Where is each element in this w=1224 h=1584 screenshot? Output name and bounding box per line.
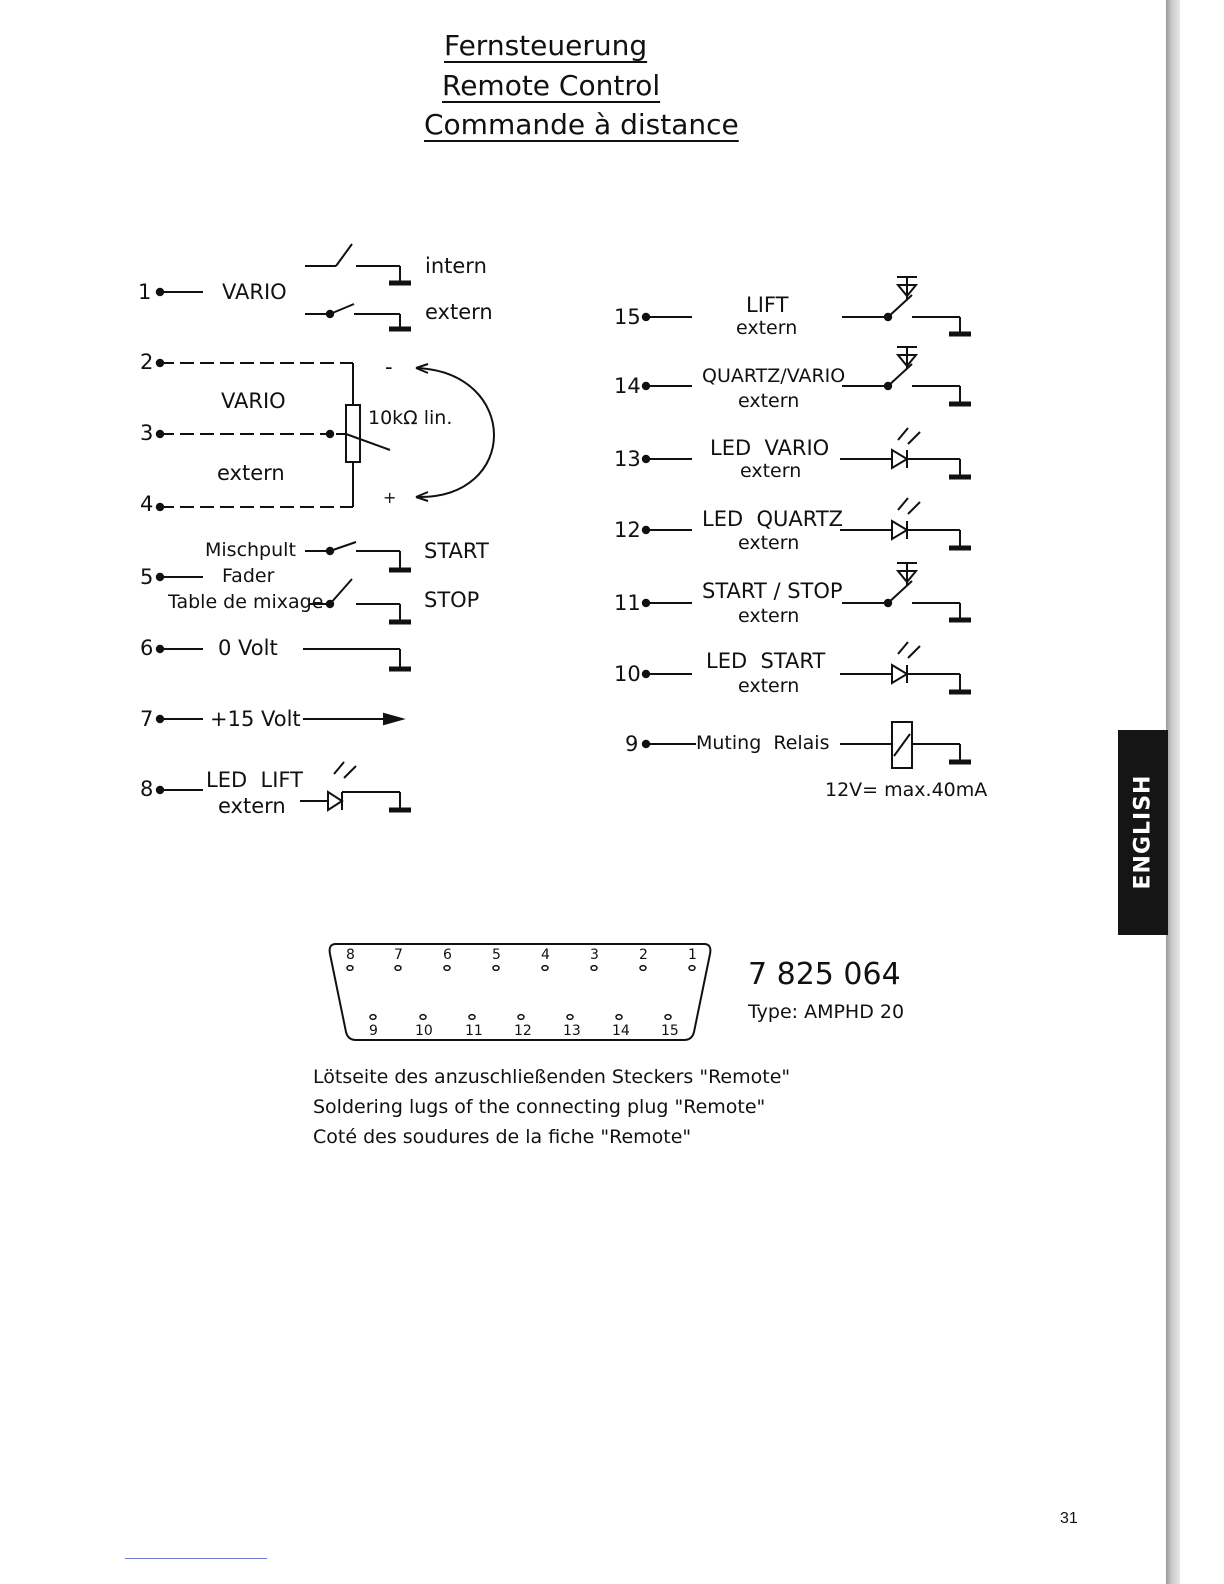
pin-4-number: 4 [140, 492, 154, 516]
connector-pin-15: 15 [661, 1023, 679, 1039]
footnote-rule [125, 1558, 267, 1559]
connector-pin-8: 8 [346, 947, 355, 963]
connector-pin-10: 10 [415, 1023, 433, 1039]
pin-6-label: 0 Volt [218, 636, 278, 660]
pin-1-label: VARIO [222, 280, 287, 304]
title-english: Remote Control [442, 69, 661, 102]
language-tab: ENGLISH [1118, 730, 1168, 935]
pin-8-line2: extern [218, 794, 286, 818]
connector-pin-11: 11 [465, 1023, 483, 1039]
page-number: 31 [1060, 1510, 1078, 1527]
pin-9-number: 9 [625, 732, 639, 756]
start-label: START [424, 539, 489, 563]
pin-8-line1: LED LIFT [206, 768, 303, 792]
pin-2-number: 2 [140, 350, 154, 374]
pin-11-number: 11 [614, 591, 641, 615]
pin-14-line1: QUARTZ/VARIO [702, 365, 846, 387]
language-tab-label: ENGLISH [1130, 774, 1156, 890]
pin-8-number: 8 [140, 777, 154, 801]
mischpult-label: Mischpult [205, 539, 296, 561]
stop-label: STOP [424, 588, 480, 612]
pin-1-number: 1 [138, 280, 152, 304]
pin-14-line2: extern [738, 390, 800, 412]
pin-10-line1: LED START [706, 649, 826, 673]
pot-value: 10kΩ lin. [368, 407, 453, 429]
caption-german: Lötseite des anzuschließenden Steckers "… [313, 1066, 791, 1088]
part-number: 7 825 064 [748, 957, 901, 992]
pin-13-line1: LED VARIO [710, 436, 830, 460]
pot-label-vario: VARIO [221, 389, 286, 413]
caption-english: Soldering lugs of the connecting plug "R… [313, 1096, 766, 1118]
connector-pin-14: 14 [612, 1023, 630, 1039]
pin-6-number: 6 [140, 636, 154, 660]
pin-12-number: 12 [614, 518, 641, 542]
pin-7-number: 7 [140, 707, 154, 731]
pin-11-line2: extern [738, 605, 800, 627]
pin-3-number: 3 [140, 421, 154, 445]
connector-pin-13: 13 [563, 1023, 581, 1039]
pin-10-number: 10 [614, 662, 641, 686]
connector-pin-6: 6 [443, 947, 452, 963]
title-german: Fernsteuerung [444, 29, 648, 62]
relay-rating: 12V= max.40mA [825, 779, 988, 801]
switch-intern-label: intern [425, 254, 487, 278]
pin-15-line1: LIFT [746, 293, 789, 317]
connector-pin-3: 3 [590, 947, 599, 963]
connector-pin-9: 9 [369, 1023, 378, 1039]
connector-type: Type: AMPHD 20 [748, 1001, 905, 1023]
pin-5-number: 5 [140, 565, 154, 589]
pin-10-line2: extern [738, 675, 800, 697]
connector-pin-1: 1 [688, 947, 697, 963]
potentiometer-body [345, 404, 361, 463]
rotation-arrow [415, 367, 495, 499]
pin-7-label: +15 Volt [210, 707, 301, 731]
connector-pin-5: 5 [492, 947, 501, 963]
pin-13-number: 13 [614, 447, 641, 471]
pin-9-label: Muting Relais [696, 732, 830, 754]
switch-extern [305, 303, 411, 329]
connector-pin-12: 12 [514, 1023, 532, 1039]
pot-label-extern: extern [217, 461, 285, 485]
connector-pin-4: 4 [541, 947, 550, 963]
pin-12-line2: extern [738, 532, 800, 554]
pot-minus: - [385, 355, 393, 379]
connector-outline [328, 943, 712, 1041]
pin-15-line2: extern [736, 317, 798, 339]
connector-pin-7: 7 [394, 947, 403, 963]
pot-plus: + [383, 488, 397, 507]
table-de-mixage-label: Table de mixage [168, 591, 324, 613]
page-edge [1166, 0, 1180, 1584]
switch-extern-label: extern [425, 300, 493, 324]
pin-13-line2: extern [740, 460, 802, 482]
pin-14-number: 14 [614, 374, 641, 398]
connector-pin-2: 2 [639, 947, 648, 963]
pin-11-line1: START / STOP [702, 579, 843, 603]
fader-label: Fader [222, 565, 275, 587]
switch-intern [305, 243, 411, 283]
pin-15-number: 15 [614, 305, 641, 329]
caption-french: Coté des soudures de la fiche "Remote" [313, 1126, 692, 1148]
title-french: Commande à distance [424, 108, 739, 141]
pin-12-line1: LED QUARTZ [702, 507, 844, 531]
